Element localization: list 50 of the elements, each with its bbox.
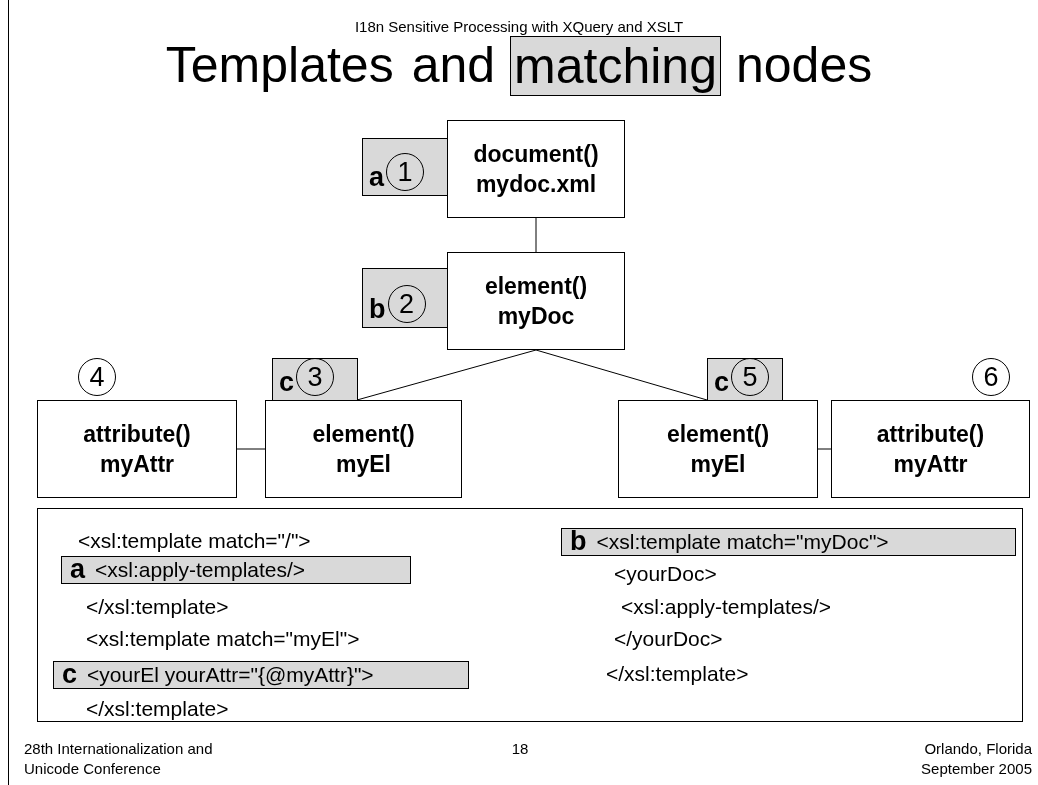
connector-line	[356, 349, 537, 401]
node-label: document()	[473, 140, 599, 169]
code-line: <xsl:template match="myEl">	[86, 627, 360, 651]
title-word: Templates	[164, 36, 395, 95]
footer-text: 28th Internationalization and Unicode Conference	[24, 739, 214, 779]
highlighted-title-word: matching	[510, 36, 721, 96]
tree-node-box	[447, 252, 625, 350]
node-label: myEl	[690, 450, 746, 479]
code-line: <xsl:apply-templates/>	[95, 557, 306, 583]
tag-letter: b	[369, 296, 386, 323]
tree-node-box	[37, 400, 237, 498]
tag-letter: c	[279, 369, 295, 396]
page-number: 18	[510, 739, 530, 759]
tree-node-box	[831, 400, 1030, 498]
node-label: myEl	[336, 450, 391, 479]
code-line: </yourDoc>	[614, 627, 723, 651]
tree-node-box	[447, 120, 625, 218]
footer-text: Orlando, Florida September 2005	[920, 739, 1032, 779]
code-line: <yourEl yourAttr="{@myAttr}">	[87, 662, 374, 688]
tag-letter: c	[62, 661, 78, 688]
node-label: element()	[312, 420, 415, 449]
code-line: </xsl:template>	[606, 662, 749, 686]
connector-line	[535, 349, 708, 401]
node-label: myDoc	[497, 302, 575, 331]
connector-line	[535, 217, 537, 253]
tag-letter: a	[70, 556, 86, 583]
code-line: <xsl:template match="myDoc">	[596, 529, 889, 555]
tag-letter: a	[369, 164, 385, 191]
code-line: <xsl:apply-templates/>	[621, 595, 832, 619]
node-label: myAttr	[99, 450, 175, 479]
tree-node-box	[265, 400, 462, 498]
header-text: I18n Sensitive Processing with XQuery and XSLT	[353, 18, 685, 35]
connector-line	[817, 448, 832, 450]
code-line: </xsl:template>	[86, 595, 229, 619]
tag-letter: c	[714, 369, 730, 396]
connector-line	[236, 448, 266, 450]
node-label: myAttr	[893, 450, 968, 479]
node-label: mydoc.xml	[475, 170, 597, 199]
code-panel	[37, 508, 1023, 722]
node-label: attribute()	[83, 420, 191, 449]
code-line: <yourDoc>	[614, 562, 717, 586]
title-word: and	[410, 36, 497, 95]
code-line: </xsl:template>	[86, 697, 229, 721]
code-line: <xsl:template match="/">	[78, 529, 311, 553]
tag-letter: b	[570, 528, 587, 555]
node-label: element()	[484, 272, 588, 301]
node-label: attribute()	[876, 420, 985, 449]
title-word: nodes	[735, 36, 874, 95]
tree-node-box	[618, 400, 818, 498]
node-label: element()	[666, 420, 770, 449]
